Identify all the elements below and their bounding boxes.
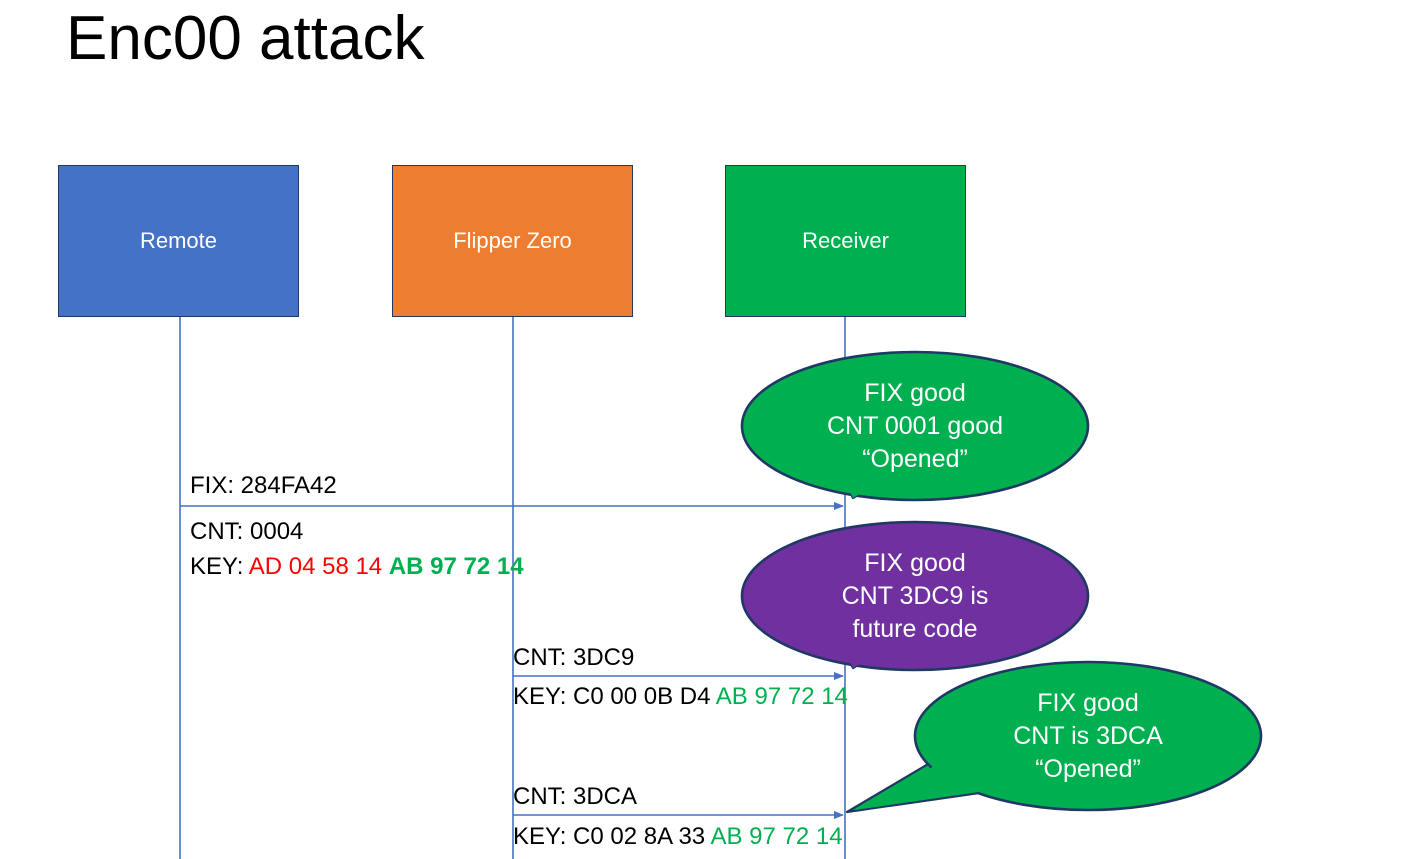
callout-shape-1 xyxy=(740,350,1090,502)
message-2-key-label: KEY: C0 00 0B D4 AB 97 72 14 xyxy=(513,682,848,713)
message-3-key-label: KEY: C0 02 8A 33 AB 97 72 14 xyxy=(513,822,843,853)
actor-box-flipper[interactable]: Flipper Zero xyxy=(392,165,633,317)
callout-receiver-first-code[interactable]: FIX good CNT 0001 good “Opened” xyxy=(742,352,1088,500)
actor-box-remote[interactable]: Remote xyxy=(58,165,299,317)
callout-3-line-2: CNT is 3DCA xyxy=(1013,721,1163,750)
callout-2-line-2: CNT 3DC9 is xyxy=(841,581,989,610)
callout-1-line-1: FIX good xyxy=(864,378,966,407)
message-2-key-green-bytes: AB 97 72 14 xyxy=(715,683,848,710)
actor-label-flipper: Flipper Zero xyxy=(453,227,572,253)
callout-1-line-2: CNT 0001 good xyxy=(826,411,1004,440)
callout-receiver-future-code[interactable]: FIX good CNT 3DC9 is future code xyxy=(742,522,1088,670)
callout-1-line-3: “Opened” xyxy=(862,444,968,473)
message-1-key-prefix: KEY: xyxy=(190,553,249,580)
message-1-key-green-bytes: AB 97 72 14 xyxy=(388,553,524,580)
actor-label-remote: Remote xyxy=(139,227,218,253)
callout-2-line-3: future code xyxy=(852,614,978,643)
message-2-key-prefix: KEY: C0 00 0B D4 xyxy=(513,683,716,710)
message-3-cnt-label: CNT: 3DCA xyxy=(513,783,638,810)
actor-box-receiver[interactable]: Receiver xyxy=(725,165,966,317)
callout-shape-3 xyxy=(845,660,1263,814)
message-3-key-prefix: KEY: C0 02 8A 33 xyxy=(513,823,711,850)
callout-3-line-3: “Opened” xyxy=(1035,754,1141,783)
message-1-key-red-bytes: AD 04 58 14 xyxy=(248,553,383,580)
message-2-cnt-label: CNT: 3DC9 xyxy=(513,644,635,671)
callout-shape-2 xyxy=(740,520,1090,672)
message-1-key-label: KEY: AD 04 58 14 AB 97 72 14 xyxy=(190,552,524,583)
message-1-cnt-label: CNT: 0004 xyxy=(190,518,304,545)
callout-receiver-opened[interactable]: FIX good CNT is 3DCA “Opened” xyxy=(915,662,1261,810)
callout-2-line-1: FIX good xyxy=(864,548,966,577)
page-title: Enc00 attack xyxy=(66,4,425,73)
message-1-fix-label: FIX: 284FA42 xyxy=(190,472,337,499)
actor-label-receiver: Receiver xyxy=(802,227,889,253)
message-3-key-green-bytes: AB 97 72 14 xyxy=(710,823,843,850)
callout-3-line-1: FIX good xyxy=(1037,688,1139,717)
